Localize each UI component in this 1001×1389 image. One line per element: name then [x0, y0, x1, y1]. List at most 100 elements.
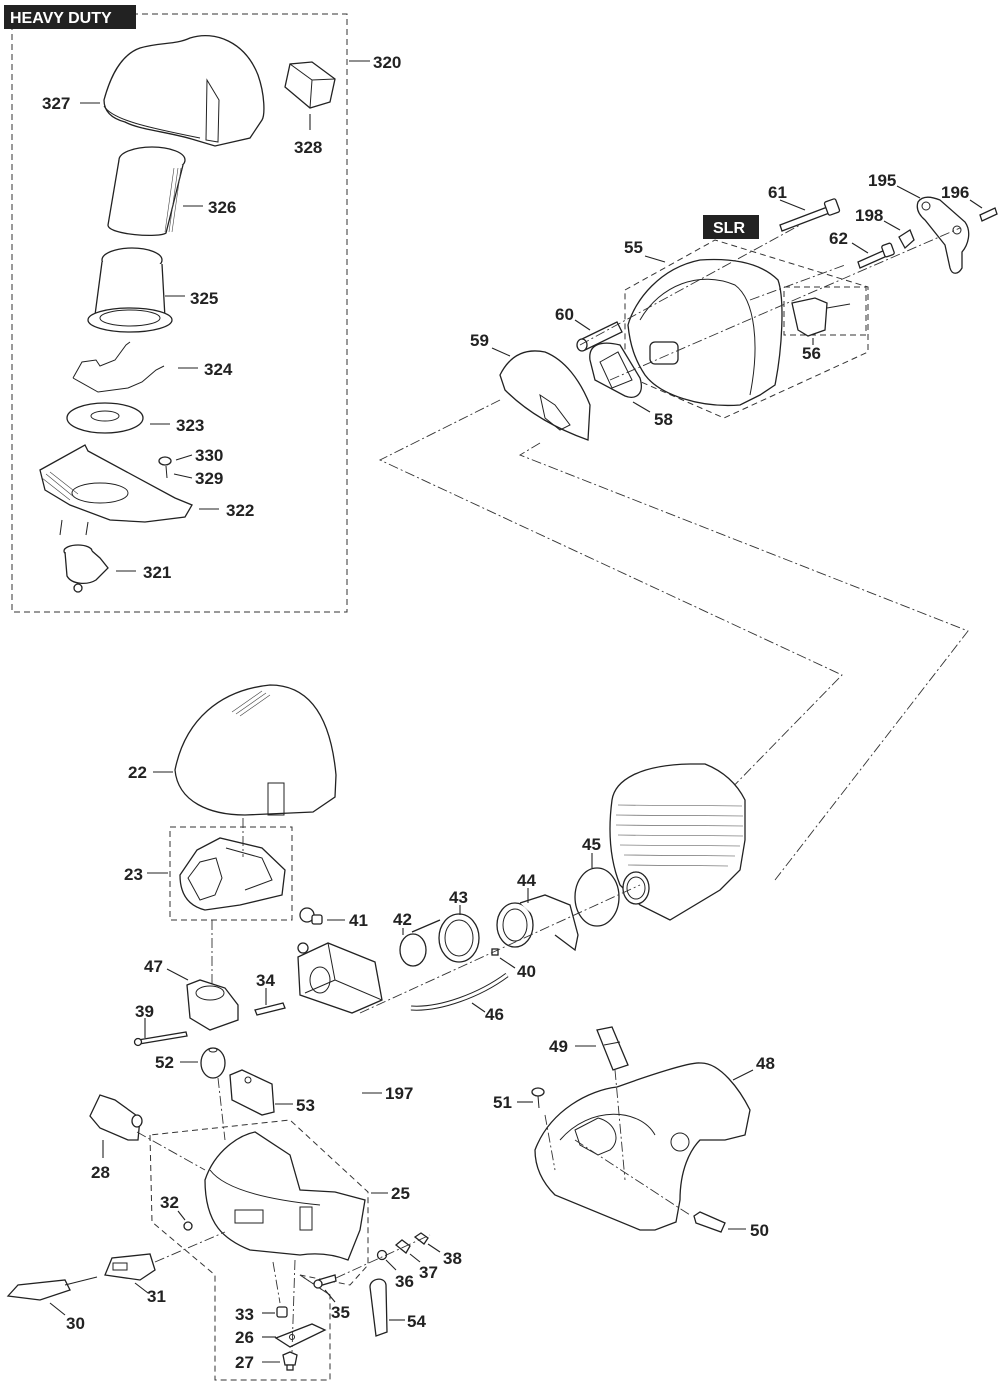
part-label-51[interactable]: 51	[493, 1093, 512, 1112]
part-30-choke-lever[interactable]	[6, 1276, 98, 1301]
part-label-40[interactable]: 40	[517, 962, 536, 981]
part-55-muffler[interactable]	[627, 258, 783, 407]
part-label-324[interactable]: 324	[204, 360, 233, 379]
part-label-53[interactable]: 53	[296, 1096, 315, 1115]
part-label-45[interactable]: 45	[582, 835, 601, 854]
part-label-320[interactable]: 320	[373, 53, 401, 72]
part-26-plate[interactable]	[274, 1323, 327, 1348]
part-label-38[interactable]: 38	[443, 1249, 462, 1268]
carburetor[interactable]	[297, 942, 383, 1014]
part-label-39[interactable]: 39	[135, 1002, 154, 1021]
part-label-195[interactable]: 195	[868, 171, 896, 190]
part-label-62[interactable]: 62	[829, 229, 848, 248]
part-329-screw[interactable]	[165, 465, 168, 479]
part-label-32[interactable]: 32	[160, 1193, 179, 1212]
part-label-41[interactable]: 41	[349, 911, 368, 930]
part-325-air-filter[interactable]	[87, 247, 173, 333]
part-41-adjuster[interactable]	[299, 907, 323, 925]
part-53-bracket-plate[interactable]	[229, 1069, 275, 1116]
part-label-26[interactable]: 26	[235, 1328, 254, 1347]
part-label-329[interactable]: 329	[195, 469, 223, 488]
part-label-30[interactable]: 30	[66, 1314, 85, 1333]
part-27-plug[interactable]	[282, 1351, 298, 1371]
part-label-22[interactable]: 22	[128, 763, 147, 782]
cylinder[interactable]	[609, 763, 746, 921]
part-label-330[interactable]: 330	[195, 446, 223, 465]
part-33-grommet[interactable]	[276, 1306, 288, 1318]
part-22-top-cover[interactable]	[174, 684, 337, 816]
part-label-322[interactable]: 322	[226, 501, 254, 520]
part-label-198[interactable]: 198	[855, 206, 883, 225]
part-48-shroud[interactable]	[534, 1062, 751, 1231]
part-label-328[interactable]: 328	[294, 138, 322, 157]
part-label-23[interactable]: 23	[124, 865, 143, 884]
part-label-56[interactable]: 56	[802, 344, 821, 363]
part-label-46[interactable]: 46	[485, 1005, 504, 1024]
part-56-spark-arrestor[interactable]	[791, 297, 851, 337]
part-label-44[interactable]: 44	[517, 871, 536, 890]
part-label-36[interactable]: 36	[395, 1272, 414, 1291]
part-60-spacer[interactable]	[576, 321, 623, 352]
part-label-43[interactable]: 43	[449, 888, 468, 907]
part-label-327[interactable]: 327	[42, 94, 70, 113]
part-label-37[interactable]: 37	[419, 1263, 438, 1282]
part-23-air-filter[interactable]	[179, 837, 286, 911]
part-label-55[interactable]: 55	[624, 238, 643, 257]
part-35-screw[interactable]	[313, 1274, 337, 1289]
part-330-washer[interactable]	[158, 456, 172, 466]
part-31-slide[interactable]	[104, 1253, 156, 1281]
part-34-pin[interactable]	[254, 1002, 286, 1016]
part-label-33[interactable]: 33	[235, 1305, 254, 1324]
part-label-59[interactable]: 59	[470, 331, 489, 350]
part-47-carburetor-adapter[interactable]	[186, 979, 239, 1031]
part-label-197[interactable]: 197	[385, 1084, 413, 1103]
part-label-48[interactable]: 48	[756, 1054, 775, 1073]
part-label-31[interactable]: 31	[147, 1287, 166, 1306]
part-58-gasket[interactable]	[589, 342, 642, 398]
part-label-52[interactable]: 52	[155, 1053, 174, 1072]
part-label-323[interactable]: 323	[176, 416, 204, 435]
part-323-seal[interactable]	[66, 402, 144, 434]
part-49-filter-screen[interactable]	[596, 1026, 629, 1071]
part-label-34[interactable]: 34	[256, 971, 275, 990]
part-59-heat-shield[interactable]	[499, 350, 591, 441]
part-label-325[interactable]: 325	[190, 289, 218, 308]
part-37-clamp[interactable]	[394, 1239, 411, 1254]
part-28-choke-shaft-housing[interactable]	[89, 1094, 143, 1141]
part-327-filter-cover[interactable]	[103, 34, 265, 147]
part-42-hose-clamp[interactable]	[399, 933, 427, 967]
part-label-25[interactable]: 25	[391, 1184, 410, 1203]
part-196-screw[interactable]	[979, 207, 998, 222]
part-324-wire-clip[interactable]	[72, 341, 165, 393]
part-32-nut[interactable]	[183, 1221, 193, 1231]
part-50-cap[interactable]	[693, 1211, 726, 1233]
part-label-49[interactable]: 49	[549, 1037, 568, 1056]
part-label-27[interactable]: 27	[235, 1353, 254, 1372]
part-label-196[interactable]: 196	[941, 183, 969, 202]
part-62-bolt[interactable]	[857, 242, 895, 269]
part-39-bolt[interactable]	[133, 1031, 188, 1047]
part-25-filter-base-housing[interactable]	[204, 1131, 366, 1261]
part-36-sleeve[interactable]	[376, 1249, 388, 1261]
part-326-sleeve[interactable]	[107, 146, 186, 237]
part-label-50[interactable]: 50	[750, 1221, 769, 1240]
part-label-28[interactable]: 28	[91, 1163, 110, 1182]
part-43-clamp-ring[interactable]	[411, 913, 480, 963]
part-label-47[interactable]: 47	[144, 957, 163, 976]
part-label-61[interactable]: 61	[768, 183, 787, 202]
part-label-42[interactable]: 42	[393, 910, 412, 929]
part-328-foam-block[interactable]	[284, 61, 336, 109]
part-51-screw[interactable]	[531, 1087, 545, 1109]
part-40-nut[interactable]	[491, 948, 499, 956]
part-322-filter-base[interactable]	[39, 444, 193, 536]
part-54-guide[interactable]	[369, 1278, 388, 1337]
part-321-elbow[interactable]	[63, 544, 109, 593]
part-label-326[interactable]: 326	[208, 198, 236, 217]
part-label-54[interactable]: 54	[407, 1312, 426, 1331]
part-52-annular-buffer[interactable]	[200, 1047, 226, 1079]
part-61-long-bolt[interactable]	[779, 198, 841, 232]
part-label-58[interactable]: 58	[654, 410, 673, 429]
part-label-60[interactable]: 60	[555, 305, 574, 324]
part-44-intake-manifold[interactable]	[496, 894, 579, 952]
part-198-clip[interactable]	[898, 229, 915, 250]
